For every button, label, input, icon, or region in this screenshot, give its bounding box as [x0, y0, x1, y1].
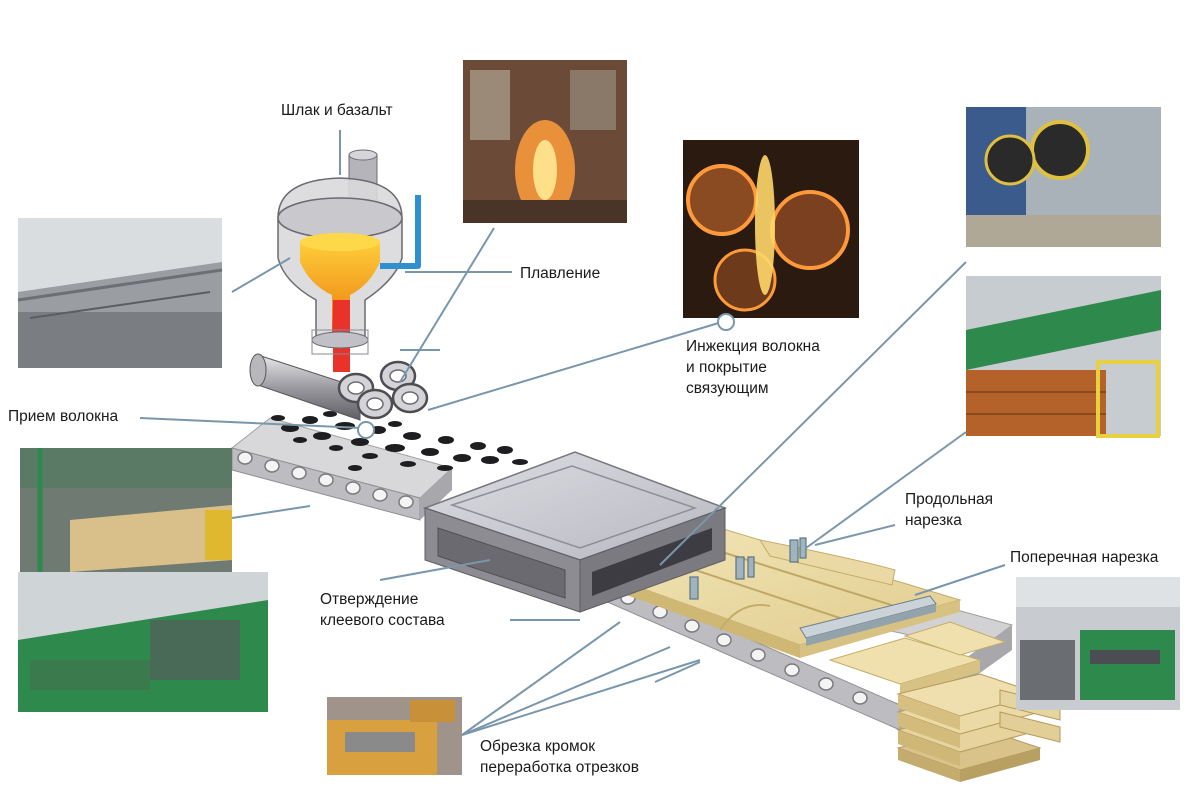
photo-curing-line: [18, 572, 268, 712]
cross-cutter-icon: [799, 595, 937, 646]
label-edge-trim: Обрезка кромок переработка отрезков: [480, 738, 639, 776]
photo-panel-stacking: [1016, 577, 1180, 710]
photo-edge-trim-recycling: [327, 697, 462, 775]
label-melting: Плавление: [520, 265, 601, 282]
leader-lines: [139, 130, 1006, 736]
curing-oven-icon: [422, 451, 728, 613]
belt-rollers-left: [237, 451, 414, 509]
slitter-saw-icon: [689, 537, 807, 600]
leader-nodes: [357, 313, 735, 439]
photo-fiber-collection: [20, 448, 232, 572]
photo-melting-furnace: [463, 60, 627, 223]
photo-slitting-machine: [966, 107, 1161, 247]
label-fiber-injection: Инжекция волокна и покрытие связующим: [686, 338, 820, 397]
label-cross-cut: Поперечная нарезка: [1010, 549, 1159, 566]
spinner-rollers-icon: [249, 353, 429, 421]
label-fiber-reception: Прием волокна: [8, 408, 119, 425]
furnace-icon: [277, 149, 421, 372]
photo-hall: [17, 218, 223, 368]
photo-cross-cutting-line: [966, 276, 1161, 438]
fiber-mass: [271, 411, 528, 471]
label-slag-basalt: Шлак и базальт: [281, 102, 393, 119]
photo-spinner-close-up: [683, 140, 859, 318]
label-longitudinal-cut: Продольная нарезка: [905, 491, 994, 529]
label-curing: Отверждение клеевого состава: [320, 591, 445, 629]
